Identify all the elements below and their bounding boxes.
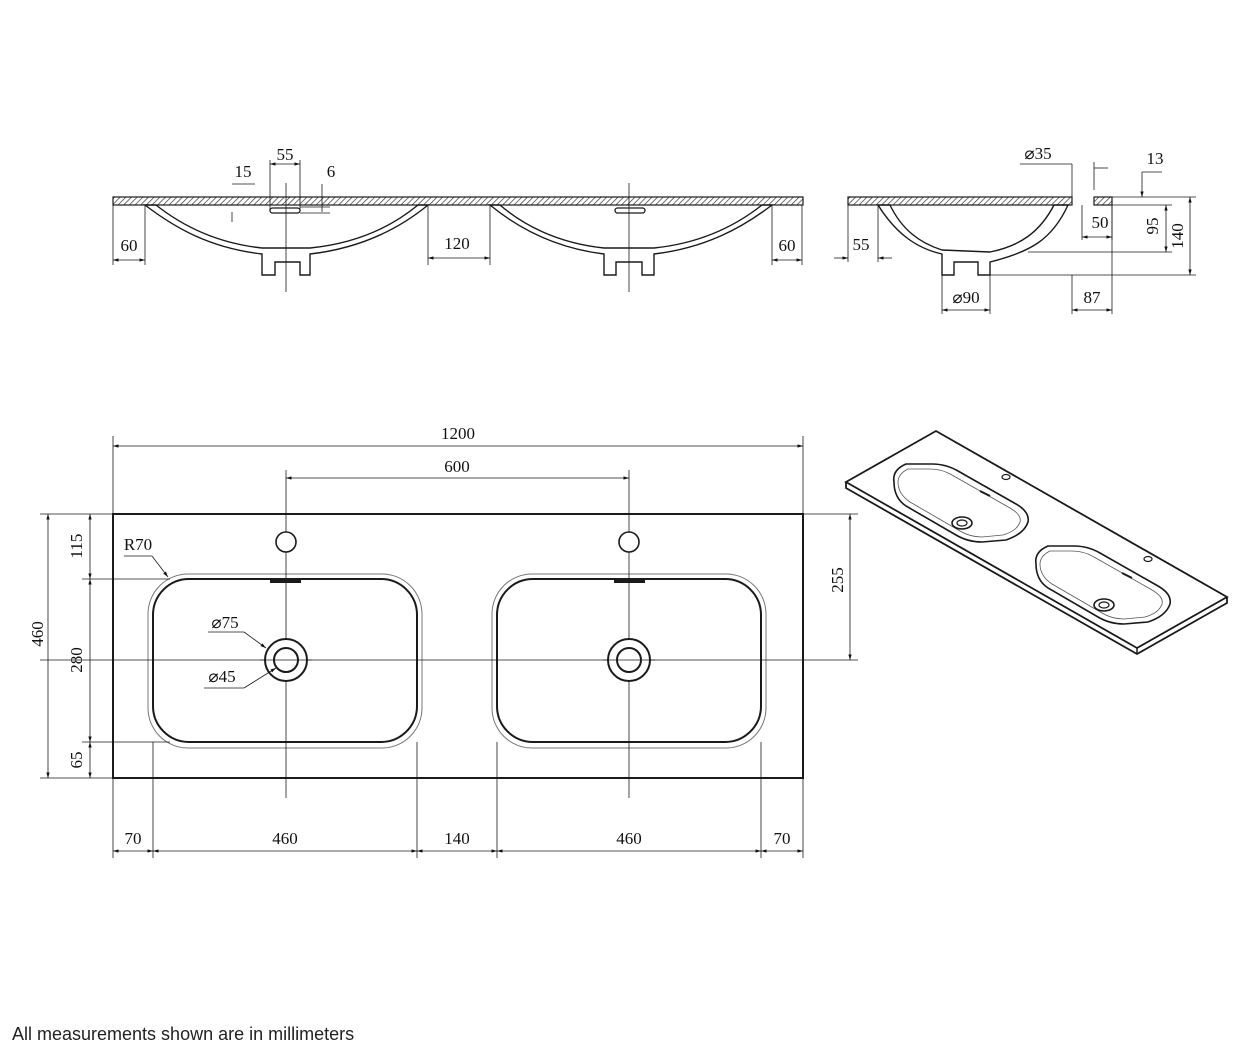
front-bowl-right <box>488 204 775 276</box>
side-dim-top-thickness: 13 <box>1147 149 1164 168</box>
side-dim-lip: 50 <box>1092 213 1109 232</box>
side-dim-height: 140 <box>1168 223 1187 249</box>
side-section-view: ⌀35 13 50 95 140 55 <box>834 144 1196 314</box>
iso-top <box>844 429 1229 650</box>
front-dim-thickness: 6 <box>327 162 336 181</box>
plan-dim-total-width: 1200 <box>441 424 475 443</box>
plan-dim-left-margin: 70 <box>125 829 142 848</box>
plan-dim-bottom-margin: 65 <box>67 752 86 769</box>
plan-dim-bowl1-width: 460 <box>272 829 298 848</box>
countertop-outline <box>112 513 804 779</box>
isometric-view <box>844 429 1229 656</box>
plan-dim-tap-to-drain: 255 <box>828 567 847 593</box>
front-dim-edge-right: 60 <box>779 236 796 255</box>
plan-dim-bowl-depth: 280 <box>67 647 86 673</box>
front-dim-edge-left: 60 <box>121 236 138 255</box>
plan-dim-bowl-gap: 140 <box>444 829 470 848</box>
side-dim-tap-diameter: ⌀35 <box>1024 144 1051 163</box>
plan-dim-drain-outer: ⌀75 <box>211 613 238 632</box>
plan-view: 1200 600 R70 ⌀75 ⌀45 460 <box>28 424 858 858</box>
plan-dim-radius: R70 <box>124 535 152 554</box>
iso-bowl-left <box>892 463 1030 543</box>
plan-dimensions: 1200 600 R70 ⌀75 ⌀45 460 <box>28 424 858 858</box>
plan-dim-depth: 460 <box>28 621 47 647</box>
side-dim-edge: 55 <box>853 235 870 254</box>
measurement-note: All measurements shown are in millimeter… <box>12 1024 355 1044</box>
side-dimensions: ⌀35 13 50 95 140 55 <box>834 144 1196 314</box>
side-dim-drain-diameter: ⌀90 <box>952 288 979 307</box>
plan-dim-drain-inner: ⌀45 <box>208 667 235 686</box>
side-dim-inner-depth: 95 <box>1143 218 1162 235</box>
front-dimensions: 55 15 6 60 120 60 <box>112 145 803 265</box>
front-dim-offset: 15 <box>235 162 252 181</box>
plan-dim-top-margin: 115 <box>67 534 86 559</box>
front-section-view: 55 15 6 60 120 60 <box>112 145 804 292</box>
front-dim-gap: 120 <box>444 234 470 253</box>
plan-dim-right-margin: 70 <box>774 829 791 848</box>
bowl-left-outer <box>147 573 423 749</box>
side-dim-drain-offset: 87 <box>1084 288 1102 307</box>
iso-bowl-right <box>1034 545 1172 625</box>
front-dim-hole-width: 55 <box>277 145 294 164</box>
tap-hole-right <box>618 531 640 553</box>
front-bowl-left <box>142 204 430 276</box>
plan-dim-bowl-spacing: 600 <box>444 457 470 476</box>
tap-hole-left <box>275 531 297 553</box>
side-bowl <box>876 204 1070 276</box>
plan-dim-bowl2-width: 460 <box>616 829 642 848</box>
